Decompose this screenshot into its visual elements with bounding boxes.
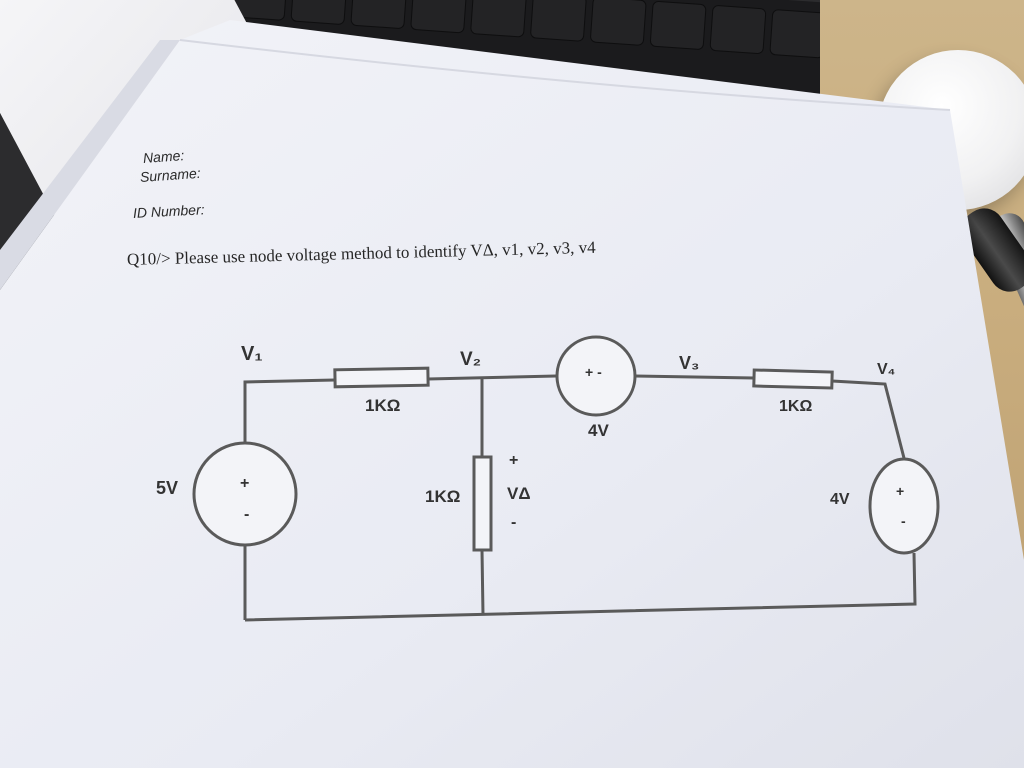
resistor-r2g bbox=[472, 455, 493, 552]
voltage-source-right bbox=[868, 457, 940, 555]
left-source-plus: + bbox=[240, 475, 250, 492]
wire bbox=[633, 374, 755, 380]
left-source-value: 5V bbox=[156, 478, 179, 498]
resistor-r12-label: 1KΩ bbox=[365, 396, 401, 415]
resistor-r34-label: 1KΩ bbox=[779, 398, 813, 415]
node-label-v1: V₁ bbox=[241, 343, 263, 365]
left-source-minus: - bbox=[244, 506, 250, 523]
paper-fold-shadow bbox=[0, 40, 180, 290]
middle-source-polarity: + - bbox=[585, 364, 602, 380]
node-label-v4: V₄ bbox=[877, 361, 896, 378]
vdelta-label: VΔ bbox=[507, 484, 531, 503]
vdelta-plus: + bbox=[509, 452, 519, 469]
wire bbox=[244, 552, 917, 622]
resistor-r2g-label: 1KΩ bbox=[425, 487, 461, 506]
right-source-minus: - bbox=[901, 513, 906, 529]
paper-edge bbox=[179, 39, 951, 111]
wire bbox=[480, 549, 485, 616]
resistor-r12 bbox=[333, 366, 430, 389]
vdelta-minus: - bbox=[511, 514, 517, 531]
voltage-source-middle bbox=[555, 335, 637, 417]
right-source-plus: + bbox=[896, 483, 905, 499]
middle-source-value: 4V bbox=[588, 421, 609, 440]
wire bbox=[243, 378, 336, 442]
node-label-v3: V₃ bbox=[679, 353, 700, 373]
wire bbox=[831, 379, 907, 463]
wire bbox=[427, 374, 557, 381]
resistor-r34 bbox=[752, 368, 834, 390]
paper-surface bbox=[0, 20, 1024, 768]
node-label-v2: V₂ bbox=[460, 349, 482, 370]
voltage-source-left bbox=[192, 441, 298, 547]
right-source-value: 4V bbox=[830, 491, 850, 508]
